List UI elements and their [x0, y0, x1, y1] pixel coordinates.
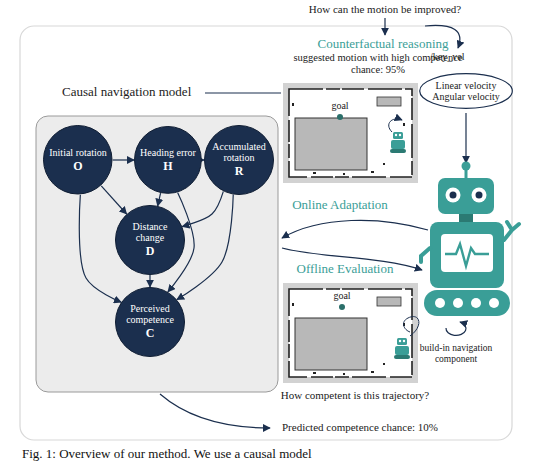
causal-arrow — [113, 159, 134, 160]
connector-lines — [446, 322, 466, 335]
node-text-group: Perceived competenceC — [121, 303, 179, 340]
map-top — [283, 83, 418, 183]
variable-node: Accumulated rotationR — [204, 125, 274, 195]
node-text-group: Initial rotationO — [49, 147, 107, 173]
connector-lines — [160, 394, 270, 428]
map-top — [337, 114, 343, 120]
causal-arrow — [202, 159, 204, 160]
map-top — [389, 119, 402, 132]
circle-fill — [205, 126, 274, 195]
annotation-text: /key_vel — [430, 51, 500, 63]
robot-figure — [471, 298, 481, 308]
oval-shape — [419, 73, 513, 109]
variable-node: Heading errorH — [134, 126, 202, 194]
node-name: Perceived competence — [121, 303, 179, 325]
causal-arrow — [149, 275, 150, 287]
model-panel — [36, 116, 278, 392]
circle-shape — [43, 125, 113, 195]
circle-fill — [135, 127, 202, 194]
robot-figure — [430, 222, 504, 288]
annotation-text: Predicted competence chance: 10% — [250, 421, 470, 434]
node-symbol: R — [235, 165, 244, 178]
node-symbol: D — [146, 245, 155, 258]
causal-arrow — [79, 195, 121, 303]
robot-figure — [472, 188, 487, 203]
robot-figure — [446, 188, 461, 203]
robot-figure — [489, 298, 499, 308]
robot-figure — [504, 222, 519, 240]
robot-figure — [424, 290, 510, 316]
annotation-text: Offline Evaluation — [280, 262, 410, 277]
variable-node: Perceived competenceC — [115, 287, 185, 357]
connector-lines — [205, 92, 281, 93]
map-top — [283, 83, 418, 183]
annotation-text: Online Adaptation — [275, 198, 405, 213]
variable-node: Distance changeD — [115, 205, 185, 275]
robot-figure — [421, 248, 430, 262]
robot-figure — [421, 162, 519, 317]
node-name: Accumulated rotation — [210, 141, 268, 163]
robot-figure — [453, 298, 463, 308]
node-name: Distance change — [121, 221, 179, 243]
robot-figure — [459, 214, 473, 223]
causal-arrow — [158, 193, 161, 206]
map-bottom — [283, 283, 419, 383]
map-bottom — [394, 338, 410, 359]
annotation-text: Counterfactual reasoning — [298, 37, 468, 52]
circle-shape — [115, 205, 185, 275]
variable-node: Initial rotationO — [43, 125, 113, 195]
robot-figure — [476, 192, 483, 199]
circle-shape — [204, 125, 274, 195]
causal-arrow — [177, 195, 233, 300]
node-symbol: C — [146, 327, 155, 340]
outer-frame — [20, 26, 512, 440]
connector-lines — [384, 18, 385, 35]
annotation-text: How competent is this trajectory? — [255, 389, 455, 402]
node-name: Heading error — [140, 147, 196, 158]
circle-fill — [116, 206, 185, 275]
figure-caption: Fig. 1: Overview of our method. We use a… — [22, 447, 532, 462]
robot-figure — [438, 178, 494, 214]
map-bottom — [404, 317, 419, 336]
annotation-text: Causal navigation model — [62, 85, 212, 100]
circle-shape — [134, 126, 202, 194]
circle-shape — [115, 287, 185, 357]
annotation-text: goal — [322, 290, 362, 302]
node-symbol: H — [163, 160, 172, 173]
map-bottom — [339, 304, 345, 310]
annotation-text: goal — [320, 100, 360, 112]
robot-figure — [441, 234, 493, 272]
causal-arrow — [168, 193, 194, 292]
map-top — [390, 132, 406, 153]
node-text-group: Heading errorH — [140, 147, 196, 173]
robot-figure — [435, 298, 445, 308]
connector-lines — [465, 113, 466, 163]
node-symbol: O — [73, 160, 82, 173]
node-text-group: Distance changeD — [121, 221, 179, 258]
robot-figure — [445, 244, 489, 266]
annotation-text: How can the motion be improved? — [285, 3, 485, 16]
topic-oval: Linear velocity Angular velocity — [419, 73, 513, 109]
annotation-text: build-in navigation component — [406, 343, 506, 365]
robot-figure — [450, 192, 457, 199]
connector-lines — [282, 220, 428, 238]
map-bottom — [283, 283, 418, 383]
oval-outline — [420, 74, 513, 109]
circle-fill — [116, 288, 185, 357]
node-name: Initial rotation — [49, 147, 107, 158]
node-text-group: Linear velocity Angular velocity — [430, 80, 502, 102]
connector-lines — [160, 18, 466, 428]
causal-arrow — [182, 191, 223, 226]
causal-arrow — [101, 186, 126, 214]
circle-fill — [44, 126, 113, 195]
node-text-group: Accumulated rotationR — [210, 141, 268, 178]
robot-figure — [462, 162, 471, 171]
node-name: Linear velocity Angular velocity — [430, 80, 502, 102]
